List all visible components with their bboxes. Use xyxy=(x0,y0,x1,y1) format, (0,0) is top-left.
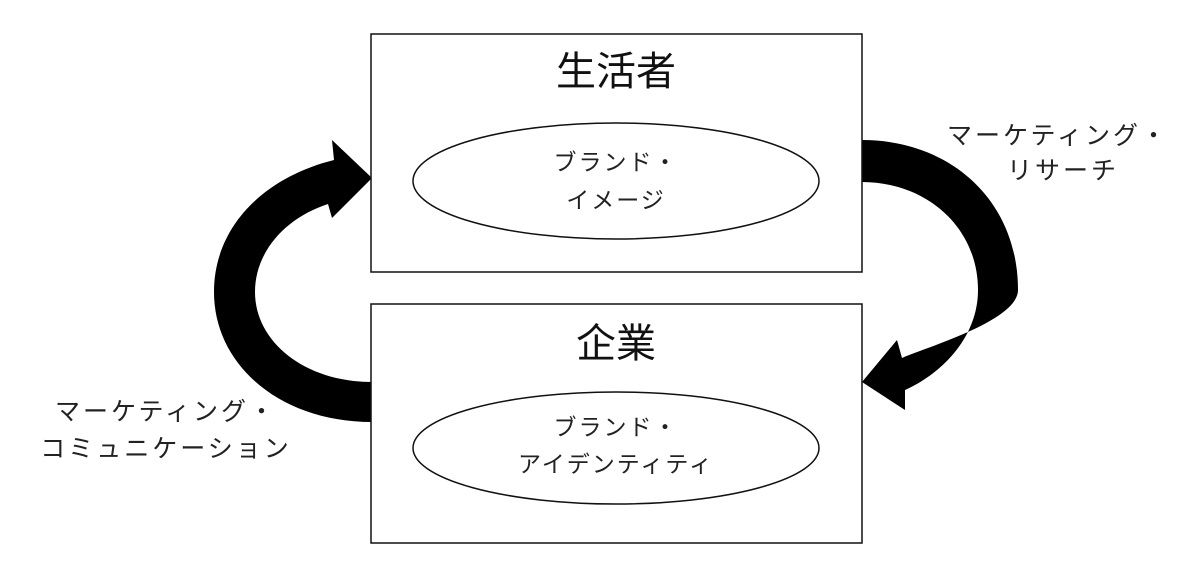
research-label-line-1: マーケティング・ xyxy=(947,121,1169,150)
brand-identity-ellipse xyxy=(412,391,820,505)
brand-image-line-1: ブランド・ xyxy=(554,150,679,176)
research-arrow xyxy=(862,140,1018,410)
consumer-box-title: 生活者 xyxy=(556,49,676,95)
brand-identity-line-1: ブランド・ xyxy=(554,415,679,441)
brand-identity-line-2: アイデンティティ xyxy=(518,452,714,478)
research-label-line-2: リサーチ xyxy=(1007,156,1119,185)
brand-image-line-2: イメージ xyxy=(566,188,666,214)
communication-arrow xyxy=(214,140,372,422)
company-box-title: 企業 xyxy=(576,321,656,367)
communication-label-line-1: マーケティング・ xyxy=(55,397,277,426)
communication-label-line-2: コミュニケーション xyxy=(40,434,292,463)
brand-image-ellipse xyxy=(412,122,820,240)
